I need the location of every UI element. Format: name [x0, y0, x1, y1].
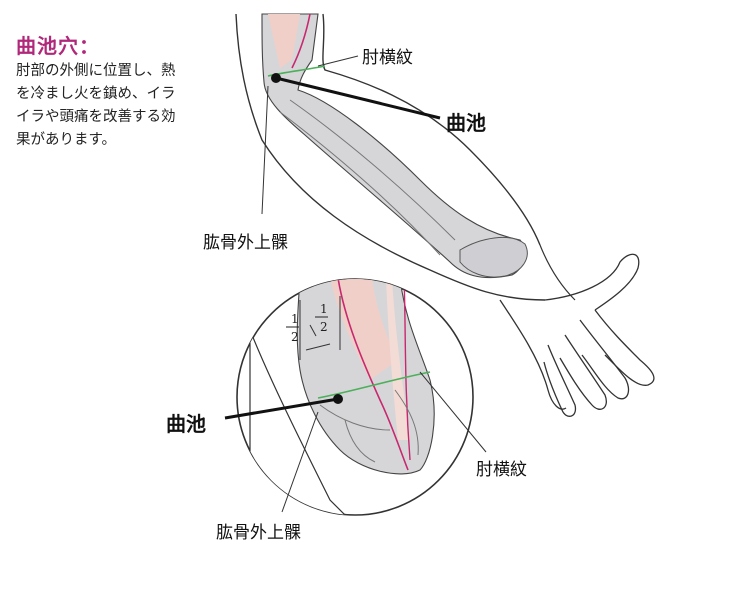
- inset-fraction-left-num: 1: [291, 312, 299, 326]
- inset-fraction-right-num: 1: [320, 302, 328, 316]
- description-line: 肘部の外側に位置し、熱: [16, 63, 176, 79]
- acupoint-heading: 曲池穴：: [16, 34, 100, 58]
- label-top-epicondyle: 肱骨外上髁: [203, 233, 288, 253]
- acupoint-description: 肘部の外側に位置し、熱 を冷まし火を鎮め、イラ イラや頭痛を改善する効 果があり…: [16, 60, 221, 152]
- label-inset-point: 曲池: [166, 412, 206, 436]
- label-top-point: 曲池: [446, 111, 486, 135]
- inset-fraction-right-den: 2: [320, 320, 328, 334]
- description-line: を冷まし火を鎮め、イラ: [16, 86, 176, 102]
- arm-top: [235, 13, 655, 417]
- label-top-crease: 肘横紋: [362, 48, 413, 68]
- inset-fraction-left-den: 2: [291, 330, 299, 344]
- inset-magnifier: 1 2 1 2: [224, 278, 487, 516]
- label-inset-crease: 肘横紋: [476, 460, 527, 480]
- label-inset-epicondyle: 肱骨外上髁: [216, 523, 301, 543]
- description-line: イラや頭痛を改善する効: [16, 109, 176, 125]
- description-line: 果があります。: [16, 132, 117, 148]
